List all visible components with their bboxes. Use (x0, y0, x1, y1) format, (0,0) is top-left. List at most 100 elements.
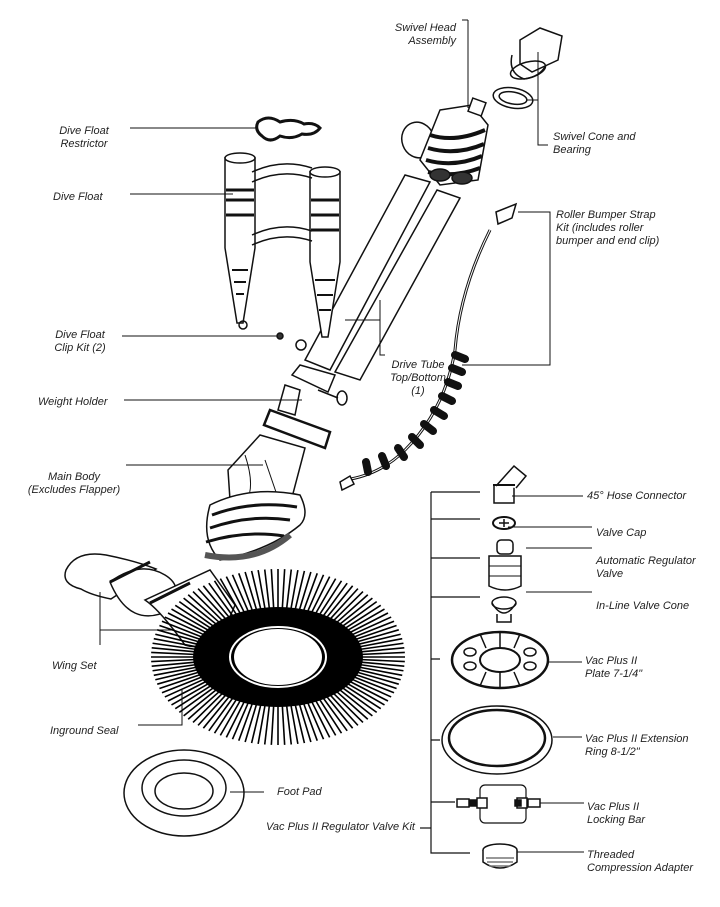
label-extension-ring: Vac Plus II Extension Ring 8-1/2" (585, 733, 689, 759)
label-line: Main Body (48, 471, 100, 483)
label-line: Locking Bar (587, 814, 646, 826)
seal-bristle (263, 569, 271, 610)
seal-bristle (156, 671, 201, 685)
label-compression-adapter: Threaded Compression Adapter (587, 849, 693, 875)
seal-bristle (213, 698, 238, 734)
seal-bristle (231, 574, 250, 613)
seal-bristle (187, 690, 221, 720)
label-regulator-kit: Vac Plus II Regulator Valve Kit (266, 821, 415, 834)
swivel-cone-leader (526, 52, 548, 146)
vac-plate-part (450, 630, 550, 690)
seal-bristle (359, 661, 405, 667)
seal-bristle (151, 661, 197, 667)
label-line: Weight Holder (38, 396, 108, 408)
label-dive-float-clip: Dive Float Clip Kit (2) (40, 329, 120, 355)
auto-regulator-leaders (526, 547, 592, 593)
seal-bristle (151, 647, 197, 653)
label-line: Roller Bumper Strap (556, 209, 656, 221)
seal-bristle (270, 569, 275, 610)
seal-bristle (161, 620, 204, 639)
seal-bristle (164, 616, 206, 636)
label-auto-regulator: Automatic Regulator Valve (596, 555, 696, 581)
seal-bristle (290, 569, 299, 610)
seal-bristle (298, 703, 312, 743)
label-dive-float: Dive Float (53, 191, 103, 204)
seal-bristle (341, 600, 378, 628)
label-line: Kit (includes roller (556, 222, 644, 234)
label-line: Vac Plus II (585, 655, 638, 667)
seal-bristle (294, 570, 306, 611)
seal-bristle (178, 600, 215, 628)
weight-holder-part (262, 364, 348, 450)
seal-bristle (346, 682, 385, 706)
seal-bristle (281, 569, 286, 610)
seal-bristle (290, 704, 299, 745)
seal-bristle (257, 569, 266, 610)
seal-bristle (197, 693, 227, 726)
seal-bristle (155, 633, 199, 646)
seal-bristle (329, 693, 359, 726)
seal-bristle (167, 612, 208, 634)
seal-bristle (358, 642, 404, 651)
label-line: Plate 7-1/4" (585, 668, 643, 680)
valve-cap-part (492, 516, 516, 530)
seal-bristle (355, 671, 400, 685)
label-foot-pad: Foot Pad (277, 786, 322, 799)
seal-bristle (359, 647, 405, 653)
label-roller-bumper: Roller Bumper Strap Kit (includes roller… (556, 209, 659, 248)
seal-bristle (306, 574, 325, 613)
seal-bristle (167, 680, 208, 702)
seal-bristle (338, 597, 373, 626)
seal-bristle (151, 651, 197, 656)
label-drive-tube: Drive Tube Top/Bottom (1) (385, 359, 451, 398)
inline-cone-part (491, 596, 517, 623)
seal-bristle (302, 573, 318, 612)
seal-bristle (208, 696, 234, 732)
label-swivel-head: Swivel Head Assembly (380, 22, 456, 48)
seal-bristle (355, 629, 400, 643)
seal-bristle (171, 682, 210, 706)
compression-adapter-part (482, 843, 518, 869)
label-line: bumper and end clip) (556, 235, 660, 247)
inground-seal-part (151, 569, 405, 745)
drive-tube-part (303, 174, 462, 381)
seal-bristle (192, 591, 224, 622)
label-hose-connector: 45° Hose Connector (587, 490, 686, 503)
label-swivel-cone: Swivel Cone and Bearing (553, 131, 636, 157)
label-inground-seal: Inground Seal (50, 725, 119, 738)
seal-bristle (159, 624, 202, 641)
label-line: Dive Float (55, 329, 105, 341)
seal-bristle (341, 686, 378, 714)
seal-bristle (270, 704, 275, 745)
seal-bristle (219, 699, 242, 736)
extension-ring-part (441, 705, 553, 775)
seal-bristle (153, 637, 198, 648)
swivel-cone-part (492, 27, 563, 110)
seal-bristle (332, 591, 364, 622)
seal-bristle (238, 702, 254, 741)
label-line: Restrictor (60, 138, 108, 150)
label-line: Dive Float (59, 125, 109, 137)
seal-bristle (358, 666, 403, 677)
label-line: (Excludes Flapper) (27, 484, 121, 496)
seal-bristle (350, 678, 392, 698)
seal-bristle (310, 576, 331, 614)
seal-bristle (310, 700, 331, 738)
seal-bristle (250, 703, 262, 744)
seal-bristle (338, 688, 373, 717)
seal-bristle (354, 673, 397, 690)
seal-bristle (156, 629, 201, 643)
label-line: Bearing (553, 144, 591, 156)
label-line: Top/Bottom (390, 372, 446, 384)
seal-bristle (187, 594, 221, 624)
seal-bristle (152, 642, 198, 651)
swivel-head-part (401, 97, 489, 186)
seal-bristle (335, 690, 369, 720)
label-line: 45° Hose Connector (587, 490, 687, 502)
seal-bristle (306, 701, 325, 740)
seal-bristle (183, 597, 218, 626)
seal-bristle (202, 695, 231, 729)
label-line: Swivel Cone and (553, 131, 636, 143)
seal-bristle (171, 608, 210, 632)
